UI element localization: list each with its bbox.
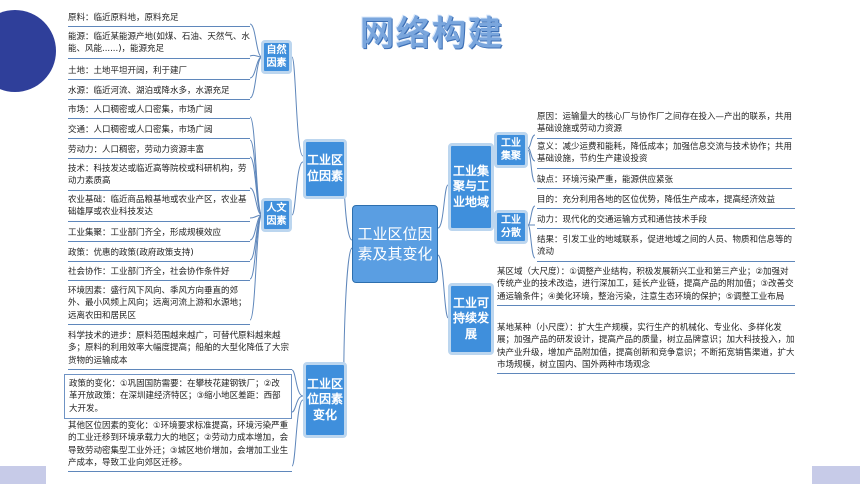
decorative-bar-left: [0, 466, 46, 484]
leaf-sustainable-region: 某区域（大尺度）：①调整产业结构，积极发展新兴工业和第三产业；②加强对传统产业的…: [497, 266, 795, 306]
node-location-factors: 工业区位因素: [303, 139, 347, 199]
leaf-natural-energy: 能源：临近某能源产地(如煤、石油、天然气、水能、风能......)，能源充足: [68, 31, 250, 59]
node-natural-factors: 自然因素: [261, 40, 292, 74]
leaf-disperse-driver: 动力：现代化的交通运输方式和通信技术手段: [537, 214, 795, 230]
leaf-natural-raw-material: 原料：临近原料地，原料充足: [68, 12, 250, 28]
leaf-disperse-result: 结果：引发工业的地域联系，促进地域之间的人员、物质和信息等的流动: [537, 234, 795, 262]
node-human-factors: 人文因素: [261, 198, 292, 232]
leaf-human-agglomeration: 工业集聚：工业部门齐全，形成规模效应: [68, 227, 250, 243]
center-topic: 工业区位因素及其变化: [352, 205, 438, 283]
page-title: 网络构建: [360, 14, 504, 54]
leaf-human-policy: 政策：优惠的政策(政府政策支持): [68, 247, 250, 263]
decorative-bar-right: [812, 466, 860, 484]
leaf-sustainable-local: 某地某种（小尺度）：扩大生产规模，实行生产的机械化、专业化、多样化发展；加强产品…: [497, 322, 795, 375]
node-industrial-dispersion: 工业分散: [494, 210, 528, 244]
leaf-gather-significance: 意义：减少运费和能耗，降低成本；加强信息交流与技术协作；共用基础设施，节约生产建…: [537, 141, 792, 169]
node-location-change: 工业区位因素变化: [303, 362, 347, 438]
leaf-human-environment: 环境因素：盛行风下风向、季风方向垂直的郊外、最小风频上风向；远离河流上游和水源地…: [68, 285, 250, 325]
node-industrial-gathering: 工业集聚: [494, 132, 528, 168]
leaf-natural-land: 土地：土地平坦开阔，利于建厂: [68, 65, 250, 81]
leaf-gather-drawback: 缺点：环境污染严重，能源供应紧张: [537, 174, 792, 190]
leaf-change-policy: 政策的变化：①巩固国防需要：在攀枝花建钢铁厂；②改革开放政策：在深圳建经济特区；…: [64, 374, 292, 419]
node-sustainable: 工业可持续发展: [448, 283, 494, 355]
leaf-disperse-purpose: 目的：充分利用各地的区位优势，降低生产成本，提高经济效益: [537, 194, 795, 210]
leaf-human-transport: 交通：人口稠密或人口密集，市场广阔: [68, 124, 250, 140]
leaf-human-technology: 技术：科技发达或临近高等院校或科研机构，劳动力素质高: [68, 163, 250, 191]
leaf-gather-reason: 原因：运输量大的核心厂与协作厂之间存在投入—产出的联系，共用基础设施或劳动力资源: [537, 111, 792, 139]
leaf-human-cooperation: 社会协作：工业部门齐全，社会协作条件好: [68, 266, 250, 282]
leaf-human-agriculture: 农业基础：临近商品粮基地或农业产区，农业基础雄厚或农业科技发达: [68, 194, 250, 222]
leaf-natural-water: 水源：临近河流、湖泊或降水多，水源充足: [68, 85, 250, 101]
leaf-human-market: 市场：人口稠密或人口密集，市场广阔: [68, 104, 250, 120]
leaf-change-other: 其他区位因素的变化：①环境要求标准提高，环境污染严重的工业迁移到环境承载力大的地…: [68, 420, 292, 473]
node-agglomeration: 工业集聚与工业地域: [448, 143, 494, 231]
leaf-change-technology: 科学技术的进步：原料范围越来越广，可替代原料越来越多；原料的利用效率大幅度提高；…: [68, 330, 292, 370]
leaf-human-labor: 劳动力：人口稠密，劳动力资源丰富: [68, 144, 250, 160]
